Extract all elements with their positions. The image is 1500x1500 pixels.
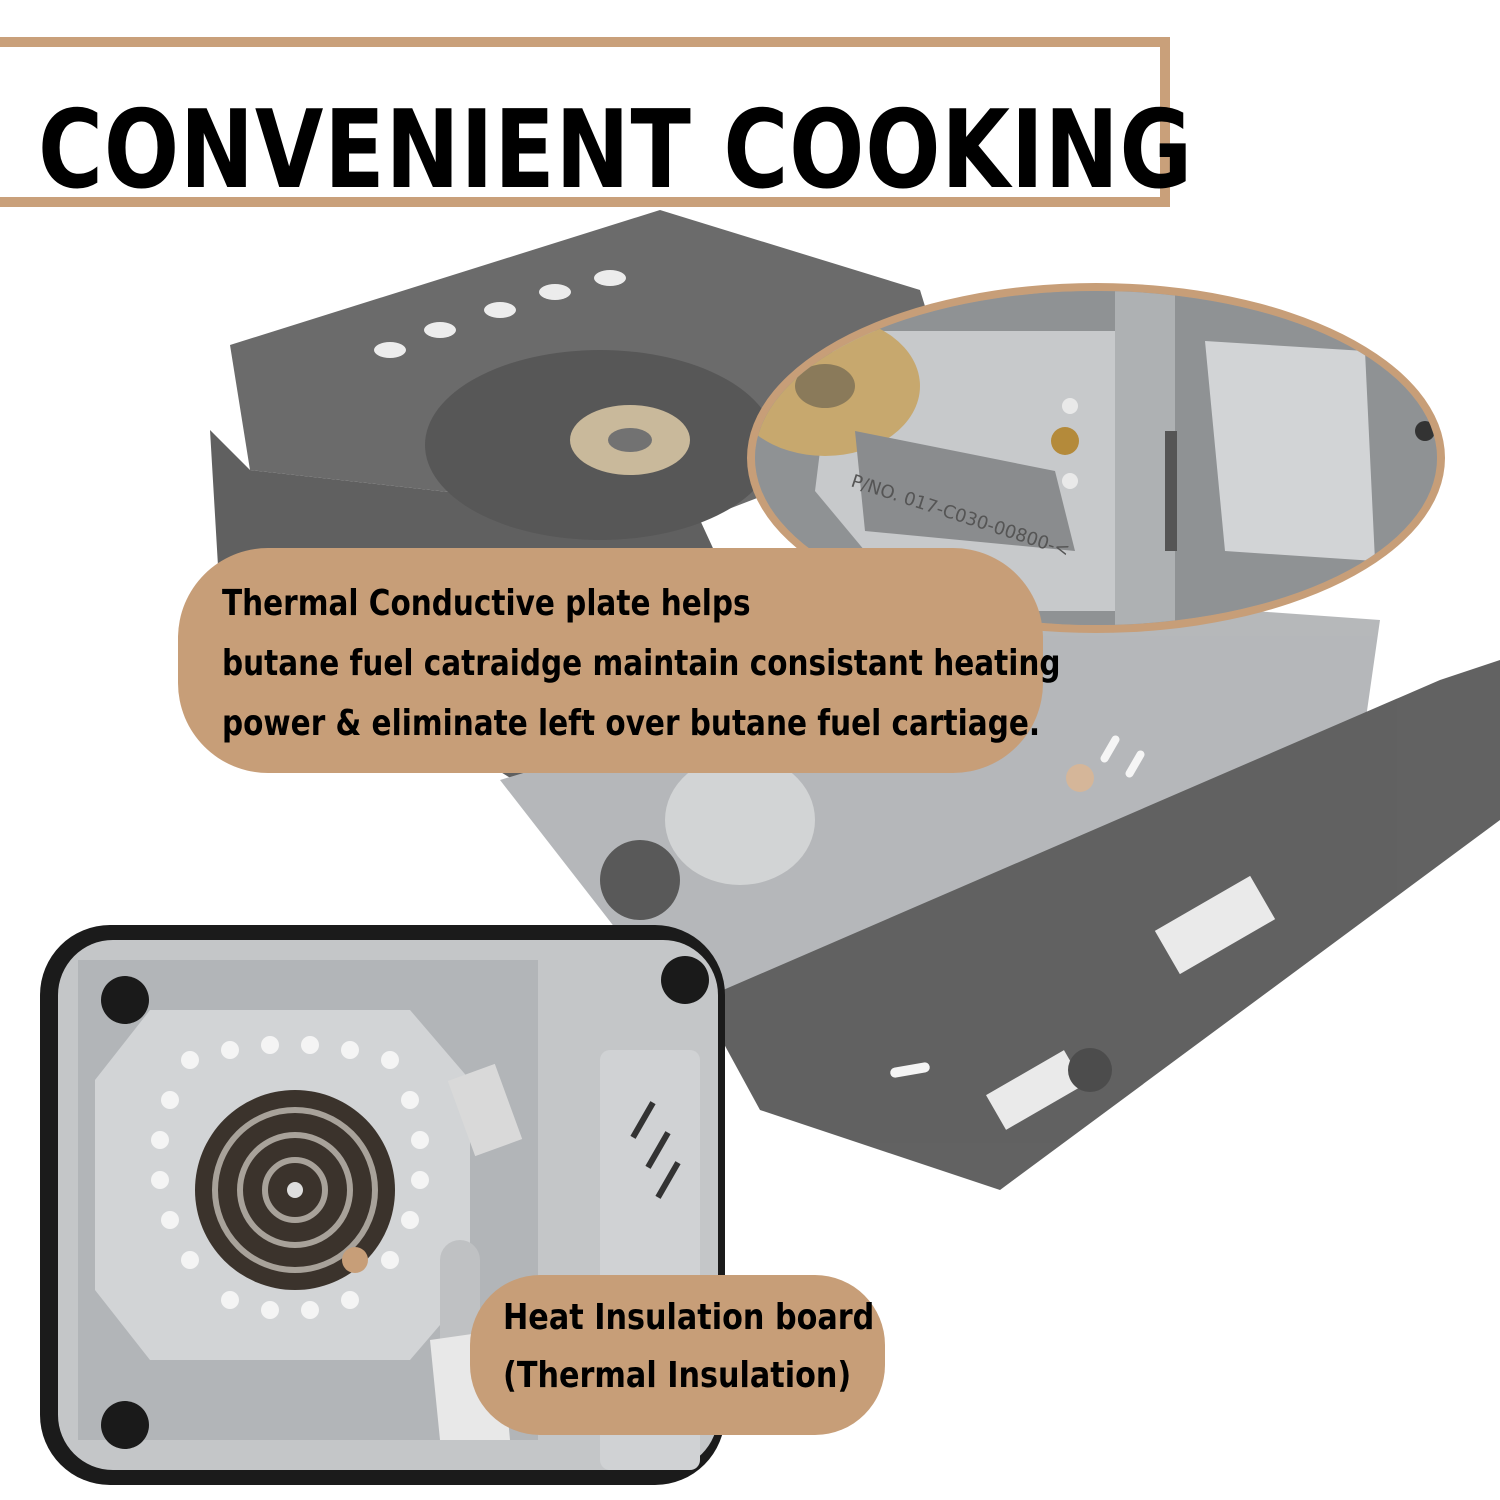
callout-line: butane fuel catraidge maintain consistan… <box>222 643 1061 684</box>
page-title: CONVENIENT COOKING <box>38 88 1194 213</box>
callout-line: power & eliminate left over butane fuel … <box>222 703 1041 744</box>
burner-detail-image: P/NO. 017-C030-00800-< <box>755 291 1437 625</box>
title-frame: CONVENIENT COOKING <box>0 37 1192 207</box>
callout-thermal-plate: Thermal Conductive plate helps butane fu… <box>178 548 1061 773</box>
callout-line: Heat Insulation board <box>503 1297 875 1338</box>
callout-line: Thermal Conductive plate helps <box>222 583 751 624</box>
zoom-detail-circle: P/NO. 017-C030-00800-< <box>747 283 1445 633</box>
callout-heat-insulation: Heat Insulation board (Thermal Insulatio… <box>470 1275 885 1435</box>
callout-line: (Thermal Insulation) <box>503 1355 852 1396</box>
